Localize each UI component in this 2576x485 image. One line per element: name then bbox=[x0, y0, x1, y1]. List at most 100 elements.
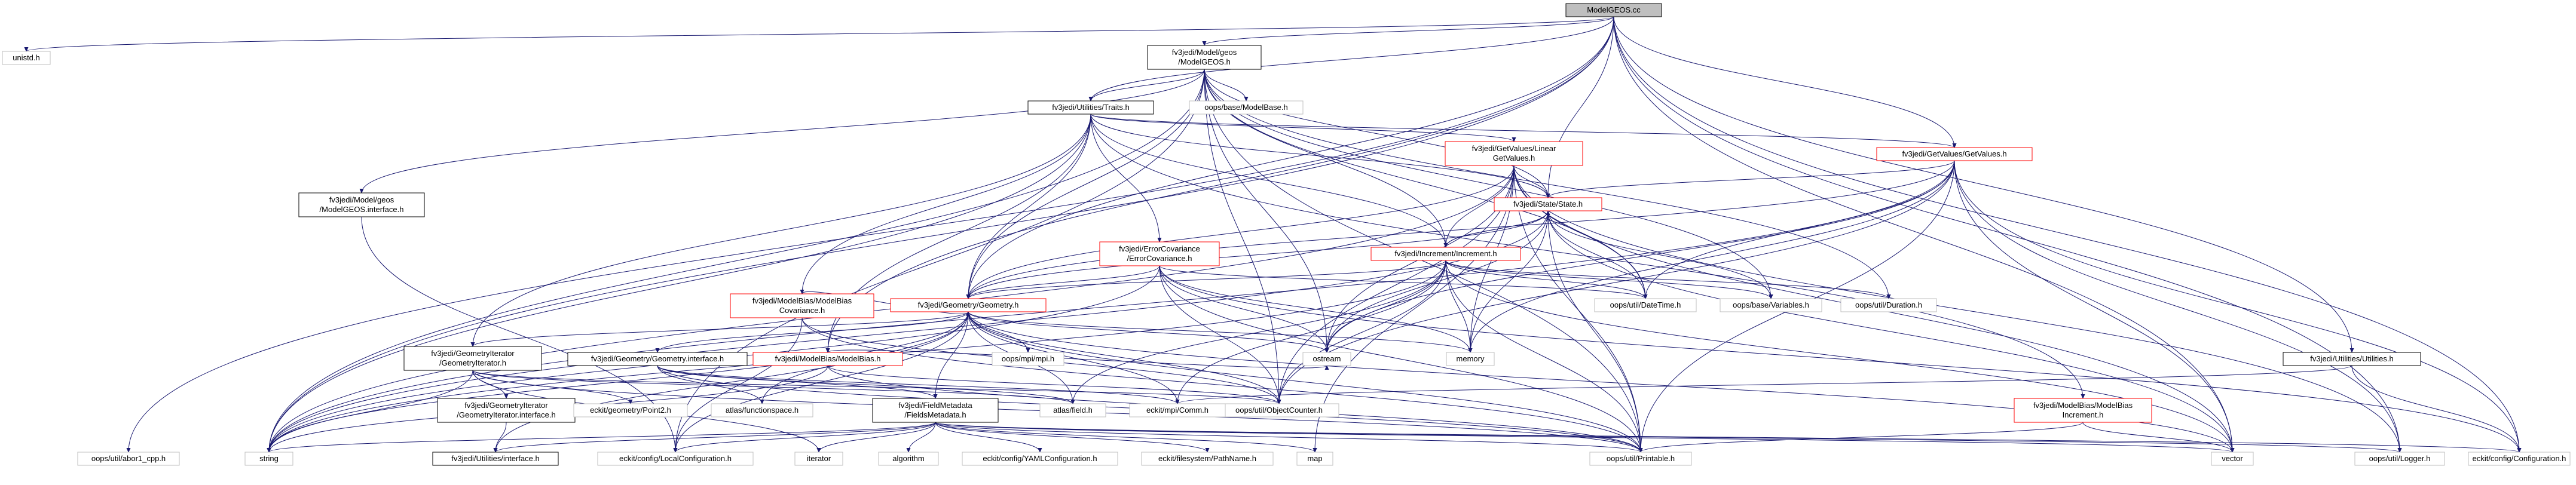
node-ostream[interactable]: ostream bbox=[1302, 352, 1351, 366]
edge-increment-to-ostream bbox=[1324, 260, 1446, 353]
edge-errcov-to-geometry bbox=[966, 265, 1160, 299]
node-variables[interactable]: oops/base/Variables.h bbox=[1720, 298, 1822, 312]
node-traits[interactable]: fv3jedi/Utilities/Traits.h bbox=[1027, 100, 1154, 115]
node-label: fv3jedi/FieldMetadata bbox=[898, 401, 972, 410]
node-modelgeos_h[interactable]: fv3jedi/Model/geos/ModelGEOS.h bbox=[1147, 45, 1262, 70]
node-label: Covariance.h bbox=[779, 306, 825, 315]
node-datetime[interactable]: oops/util/DateTime.h bbox=[1594, 298, 1697, 312]
node-algorithm[interactable]: algorithm bbox=[878, 452, 939, 466]
edge-traits-to-getvalues_linear bbox=[1090, 113, 1516, 142]
edge-modelgeos_h-to-objectcounter bbox=[1204, 69, 1281, 404]
node-label: oops/util/Printable.h bbox=[1607, 454, 1675, 463]
node-pathname[interactable]: eckit/filesystem/PathName.h bbox=[1141, 452, 1274, 466]
node-box bbox=[1565, 3, 1662, 17]
node-box bbox=[794, 452, 843, 466]
node-functionspace[interactable]: atlas/functionspace.h bbox=[711, 403, 813, 418]
node-label: fv3jedi/GetValues/GetValues.h bbox=[1902, 149, 2006, 158]
edge-modelgeos_h-to-ostream bbox=[1204, 69, 1329, 353]
node-increment[interactable]: fv3jedi/Increment/Increment.h bbox=[1370, 247, 1521, 261]
node-comm[interactable]: eckit/mpi/Comm.h bbox=[1129, 403, 1226, 418]
node-localconfig[interactable]: eckit/config/LocalConfiguration.h bbox=[597, 452, 754, 466]
node-state[interactable]: fv3jedi/State/State.h bbox=[1494, 197, 1602, 211]
node-box bbox=[2211, 452, 2254, 466]
node-box bbox=[77, 452, 180, 466]
edge-root-to-geometry bbox=[966, 16, 1614, 299]
node-box bbox=[992, 352, 1064, 366]
node-geoiter_interface[interactable]: fv3jedi/GeometryIterator/GeometryIterato… bbox=[437, 398, 576, 423]
edge-errcov-to-printable bbox=[1159, 265, 1643, 453]
node-label: oops/base/Variables.h bbox=[1733, 300, 1809, 309]
edges-layer bbox=[25, 16, 2522, 453]
node-vector[interactable]: vector bbox=[2211, 452, 2254, 466]
edge-fieldmetadata-to-algorithm bbox=[906, 422, 936, 453]
edge-root-to-traits bbox=[1088, 16, 1614, 102]
node-label: fv3jedi/Utilities/Utilities.h bbox=[2310, 354, 2393, 363]
node-geometry[interactable]: fv3jedi/Geometry/Geometry.h bbox=[890, 298, 1047, 312]
edge-traits-to-state bbox=[1090, 113, 1550, 198]
edge-fieldmetadata-to-printable bbox=[935, 422, 1643, 453]
node-box bbox=[2014, 398, 2152, 423]
node-abor1[interactable]: oops/util/abor1_cpp.h bbox=[77, 452, 180, 466]
node-printable[interactable]: oops/util/Printable.h bbox=[1589, 452, 1692, 466]
node-iterator[interactable]: iterator bbox=[794, 452, 843, 466]
node-errcov[interactable]: fv3jedi/ErrorCovariance/ErrorCovariance.… bbox=[1099, 241, 1220, 266]
node-map[interactable]: map bbox=[1296, 452, 1333, 466]
node-unistd[interactable]: unistd.h bbox=[2, 51, 51, 65]
edge-fieldmetadata-to-logger bbox=[935, 422, 2401, 453]
node-label: oops/util/ObjectCounter.h bbox=[1235, 406, 1323, 415]
node-modelbias[interactable]: fv3jedi/ModelBias/ModelBias.h bbox=[752, 352, 903, 366]
node-box bbox=[1129, 403, 1226, 418]
edge-getvalues-to-geometry bbox=[966, 160, 1955, 299]
node-box bbox=[1147, 45, 1262, 70]
node-modelgeos_interface[interactable]: fv3jedi/Model/geos/ModelGEOS.interface.h bbox=[298, 192, 425, 217]
node-atlasfield[interactable]: atlas/field.h bbox=[1039, 403, 1106, 418]
node-objectcounter[interactable]: oops/util/ObjectCounter.h bbox=[1219, 403, 1339, 418]
node-label: atlas/field.h bbox=[1053, 406, 1093, 415]
node-label: map bbox=[1307, 454, 1322, 463]
edge-traits-to-geometry_iterator bbox=[470, 113, 1091, 347]
node-box bbox=[244, 452, 293, 466]
node-fieldmetadata[interactable]: fv3jedi/FieldMetadata/FieldsMetadata.h bbox=[872, 398, 999, 423]
edge-increment-to-objectcounter bbox=[1277, 260, 1446, 404]
node-memory[interactable]: memory bbox=[1446, 352, 1495, 366]
edge-modelgeos_h-to-string bbox=[267, 69, 1205, 453]
node-label: fv3jedi/State/State.h bbox=[1513, 199, 1583, 208]
node-label: string bbox=[259, 454, 279, 463]
node-geometry_interface[interactable]: fv3jedi/Geometry/Geometry.interface.h bbox=[567, 352, 748, 366]
node-yamlconfig[interactable]: eckit/config/YAMLConfiguration.h bbox=[962, 452, 1118, 466]
node-box bbox=[1720, 298, 1822, 312]
node-label: fv3jedi/Increment/Increment.h bbox=[1394, 249, 1497, 258]
node-label: eckit/filesystem/PathName.h bbox=[1158, 454, 1256, 463]
edge-getvalues-to-datetime bbox=[1643, 160, 1955, 299]
edge-getvalues-to-logger bbox=[1954, 160, 2402, 453]
node-logger[interactable]: oops/util/Logger.h bbox=[2354, 452, 2445, 466]
node-string[interactable]: string bbox=[244, 452, 293, 466]
node-label: oops/util/Duration.h bbox=[1855, 300, 1922, 309]
edge-geometry_interface-to-atlasfield bbox=[657, 365, 1075, 404]
node-box bbox=[432, 452, 559, 466]
edge-root-to-vector bbox=[1613, 16, 2235, 453]
node-mpi[interactable]: oops/mpi/mpi.h bbox=[992, 352, 1064, 366]
node-label: oops/util/Logger.h bbox=[2369, 454, 2431, 463]
node-modelbase[interactable]: oops/base/ModelBase.h bbox=[1189, 100, 1304, 115]
node-label: oops/mpi/mpi.h bbox=[1002, 354, 1054, 363]
node-duration[interactable]: oops/util/Duration.h bbox=[1840, 298, 1937, 312]
edge-fieldmetadata-to-map bbox=[935, 422, 1317, 453]
edge-getvalues_linear-to-map bbox=[1313, 165, 1515, 453]
node-point2[interactable]: eckit/geometry/Point2.h bbox=[573, 403, 688, 418]
edge-modelbias_cov-to-printable bbox=[801, 317, 1643, 453]
node-getvalues[interactable]: fv3jedi/GetValues/GetValues.h bbox=[1876, 147, 2033, 161]
edge-root-to-state bbox=[1546, 16, 1614, 198]
node-label: atlas/functionspace.h bbox=[726, 406, 799, 415]
edge-getvalues-to-vector bbox=[1954, 160, 2235, 453]
edge-traits-to-increment bbox=[1090, 113, 1448, 248]
node-configuration[interactable]: eckit/config/Configuration.h bbox=[2468, 452, 2571, 466]
node-geometry_iterator[interactable]: fv3jedi/GeometryIterator/GeometryIterato… bbox=[403, 346, 542, 371]
node-utilities_h[interactable]: fv3jedi/Utilities/Utilities.h bbox=[2283, 352, 2421, 366]
node-label: fv3jedi/Model/geos bbox=[1172, 48, 1237, 57]
node-utilities_interface[interactable]: fv3jedi/Utilities/interface.h bbox=[432, 452, 559, 466]
node-box bbox=[2354, 452, 2445, 466]
